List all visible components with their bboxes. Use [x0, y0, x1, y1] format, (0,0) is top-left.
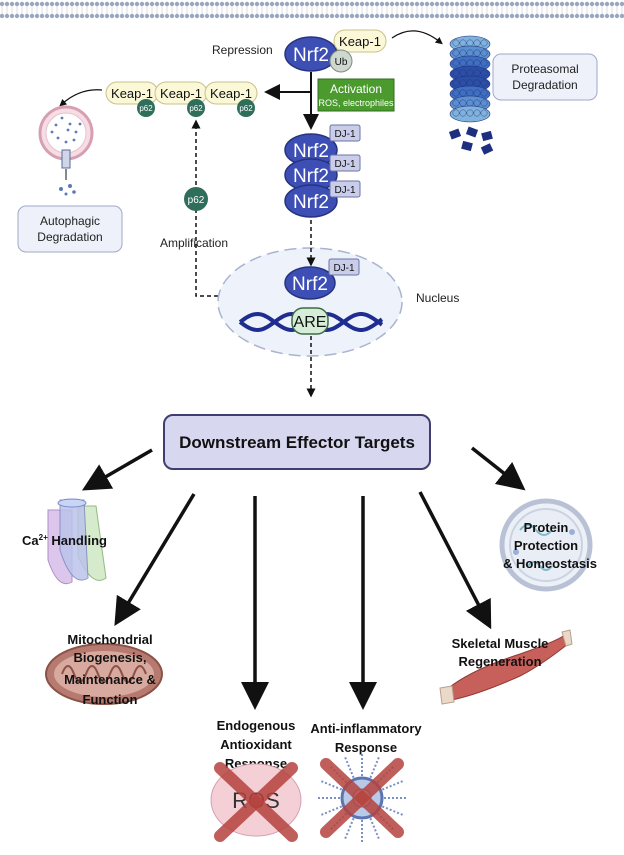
proteasomal-line2: Degradation — [512, 78, 577, 92]
keap1-chain-3: Keap-1 — [210, 86, 252, 101]
downstream-title: Downstream Effector Targets — [179, 433, 415, 452]
downstream-targets-box: Downstream Effector Targets — [163, 414, 431, 470]
proteasomal-degradation-box: Proteasomal Degradation — [492, 53, 598, 101]
repression-label: Repression — [212, 43, 273, 57]
calcium-channel-icon — [47, 498, 107, 585]
nucleus-label: Nucleus — [416, 291, 459, 305]
activation-sub-label: ROS, electrophiles — [318, 98, 394, 108]
p62-amplifier: p62 — [184, 187, 208, 211]
dj1-stack-2: DJ-1 — [334, 159, 356, 170]
autophagic-line2: Degradation — [37, 230, 102, 244]
mitochondria-icon — [45, 643, 163, 705]
keap1-chain-2: Keap-1 — [160, 86, 202, 101]
ub-label: Ub — [335, 57, 348, 68]
protein-line1: Protein — [524, 520, 569, 535]
antiox-line1: Endogenous — [217, 718, 296, 733]
skeletal-line2: Regeneration — [458, 654, 541, 669]
antiinf-line2: Response — [335, 740, 397, 755]
skeletal-line1: Skeletal Muscle — [452, 636, 549, 651]
keap1-chain-1: Keap-1 — [111, 86, 153, 101]
cell-membrane — [0, 0, 624, 22]
dj1-nucleus: DJ-1 — [333, 263, 355, 274]
ca-handling-label: Ca2+ Handling — [22, 533, 107, 548]
p62-chain-2: p62 — [189, 104, 203, 113]
nrf2-nucleus: Nrf2 — [292, 274, 328, 295]
autophagic-degradation-box: Autophagic Degradation — [17, 205, 123, 253]
keap1-label: Keap-1 — [339, 34, 381, 49]
keap1-p62-chain: Keap-1 Keap-1 Keap-1 p62 p62 p62 — [105, 81, 258, 117]
p62-chain-1: p62 — [139, 104, 153, 113]
nrf2-stack-2: Nrf2 — [293, 166, 329, 187]
effector-arrows — [81, 446, 526, 710]
amplification-label: Amplification — [160, 236, 228, 250]
inflammasome-icon — [316, 752, 408, 844]
protein-line2: Protection — [514, 538, 578, 553]
ros-icon: ROS — [210, 762, 302, 842]
nucleus: Nucleus Nrf2 DJ-1 ARE — [217, 247, 459, 357]
protein-protection-icon — [499, 498, 593, 592]
proteasomal-line1: Proteasomal — [511, 62, 578, 76]
dj1-stack-3: DJ-1 — [334, 185, 356, 196]
proteasome-icon — [448, 35, 494, 155]
skeletal-muscle-icon — [439, 629, 573, 705]
autophagosome-icon — [38, 105, 94, 196]
activation-box: Activation ROS, electrophiles — [317, 78, 395, 112]
autophagic-line1: Autophagic — [40, 214, 100, 228]
mito-line4: Function — [83, 692, 138, 707]
antiinf-line1: Anti-inflammatory — [310, 721, 422, 736]
mito-line1: Mitochondrial — [67, 632, 152, 647]
nrf2-stack-3: Nrf2 — [293, 192, 329, 213]
nrf2-dj1-stack: Nrf2 Nrf2 Nrf2 DJ-1 DJ-1 DJ-1 — [284, 124, 361, 218]
nrf2-keap1-complex: Nrf2 Keap-1 Ub — [284, 29, 387, 73]
to-proteasome-arrow — [391, 30, 443, 45]
are-label: ARE — [294, 314, 327, 331]
antiox-line2: Antioxidant — [220, 737, 292, 752]
to-autophagy-arrow — [59, 89, 103, 107]
protein-line3: & Homeostasis — [503, 556, 597, 571]
mito-line3: Maintenance & — [64, 672, 156, 687]
activation-label: Activation — [330, 82, 382, 96]
nrf2-stack-1: Nrf2 — [293, 141, 329, 162]
p62-amplifier-label: p62 — [188, 195, 205, 206]
mito-line2: Biogenesis, — [74, 650, 147, 665]
dj1-stack-1: DJ-1 — [334, 129, 356, 140]
p62-chain-3: p62 — [239, 104, 253, 113]
nrf2-label: Nrf2 — [293, 45, 329, 66]
amplification-arrow — [191, 119, 232, 297]
